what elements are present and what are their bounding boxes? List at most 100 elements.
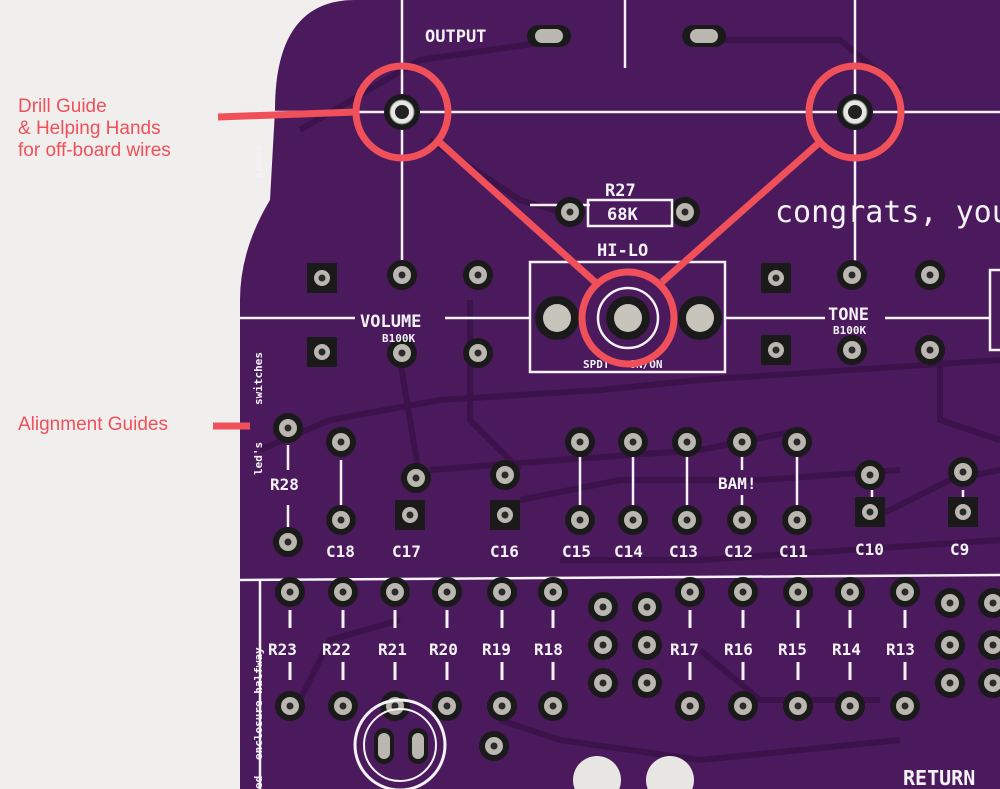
pad xyxy=(490,742,498,750)
pad xyxy=(391,588,399,596)
resistor-dashes xyxy=(288,610,907,680)
drill-guide-callout: Drill Guide & Helping Hands for off-boar… xyxy=(18,96,171,162)
pad xyxy=(284,424,292,432)
square-pad xyxy=(772,274,780,282)
pad xyxy=(576,516,584,524)
cap-label: C9 xyxy=(950,540,969,559)
pad xyxy=(398,271,406,279)
cap-label: C14 xyxy=(614,542,643,561)
drill-guide-pointer xyxy=(217,108,357,121)
mount-hole xyxy=(646,756,694,789)
switch-pads xyxy=(535,286,722,350)
pad xyxy=(989,679,997,687)
pad xyxy=(946,679,954,687)
pad xyxy=(846,702,854,710)
pad xyxy=(337,438,345,446)
pad xyxy=(412,474,420,482)
annotation-overlay xyxy=(213,62,905,430)
pad xyxy=(576,438,584,446)
cap-label: C17 xyxy=(392,542,421,561)
res-label: R20 xyxy=(429,640,458,659)
pad xyxy=(681,208,689,216)
cap-label: C15 xyxy=(562,542,591,561)
pad xyxy=(498,702,506,710)
label-r27: R27 xyxy=(605,181,636,201)
cap-label: C10 xyxy=(855,540,884,559)
alignment-guides-callout: Alignment Guides xyxy=(18,414,168,435)
output-jack-pads xyxy=(527,25,726,47)
label-volume-value: B100K xyxy=(382,332,415,345)
pad xyxy=(959,468,967,476)
pad xyxy=(683,516,691,524)
pad xyxy=(391,702,399,710)
label-knobs: knobs xyxy=(252,145,265,178)
res-label: R14 xyxy=(832,640,861,659)
label-tone-value: B100K xyxy=(833,324,866,337)
pad xyxy=(337,516,345,524)
label-return: RETURN xyxy=(903,766,975,789)
pad xyxy=(946,599,954,607)
cap-label: C11 xyxy=(779,542,808,561)
res-label: R28 xyxy=(270,475,299,494)
square-pad xyxy=(959,508,967,516)
pad xyxy=(739,702,747,710)
copper-traces xyxy=(258,37,1000,764)
label-r27-value: 68K xyxy=(607,205,638,225)
pad xyxy=(793,438,801,446)
pad xyxy=(566,208,574,216)
pad xyxy=(946,641,954,649)
pad xyxy=(599,641,607,649)
res-label: R16 xyxy=(724,640,753,659)
square-pad xyxy=(318,274,326,282)
res-label: R21 xyxy=(378,640,407,659)
pad xyxy=(599,603,607,611)
pad xyxy=(643,641,651,649)
pad xyxy=(738,516,746,524)
pad xyxy=(793,516,801,524)
pad xyxy=(339,702,347,710)
round-pads xyxy=(273,197,1000,761)
pad xyxy=(629,438,637,446)
pad xyxy=(443,588,451,596)
pad xyxy=(443,702,451,710)
pad xyxy=(629,516,637,524)
pad xyxy=(339,588,347,596)
label-enclosure-halfway: enclosure halfway xyxy=(252,647,265,760)
pad xyxy=(901,588,909,596)
label-side-ed: ed xyxy=(252,776,265,789)
pad xyxy=(848,346,856,354)
label-congrats: congrats, you xyxy=(775,195,1000,230)
pad xyxy=(643,603,651,611)
pad xyxy=(599,679,607,687)
pad xyxy=(549,588,557,596)
led-footprint xyxy=(353,698,447,789)
cap-label: C13 xyxy=(669,542,698,561)
pad xyxy=(284,538,292,546)
pad xyxy=(794,588,802,596)
drill-guide-circle-right xyxy=(805,62,905,162)
callout-line: for off-board wires xyxy=(18,140,171,161)
label-output: OUTPUT xyxy=(425,27,486,47)
drill-hole-right xyxy=(837,94,873,130)
pad xyxy=(926,271,934,279)
pad xyxy=(286,702,294,710)
square-pad xyxy=(866,508,874,516)
pad xyxy=(686,588,694,596)
callout-line: & Helping Hands xyxy=(18,118,161,139)
pad xyxy=(989,641,997,649)
label-leds: led's xyxy=(252,442,265,475)
drill-hole-left xyxy=(384,94,420,130)
pad xyxy=(739,588,747,596)
square-pads xyxy=(307,263,978,530)
res-label: R15 xyxy=(778,640,807,659)
pad xyxy=(686,702,694,710)
callout-line: Drill Guide xyxy=(18,96,107,117)
label-bam: BAM! xyxy=(718,474,757,493)
pad xyxy=(926,346,934,354)
cap-label: C12 xyxy=(724,542,753,561)
label-tone: TONE xyxy=(828,305,869,325)
pad xyxy=(474,271,482,279)
res-label: R22 xyxy=(322,640,351,659)
